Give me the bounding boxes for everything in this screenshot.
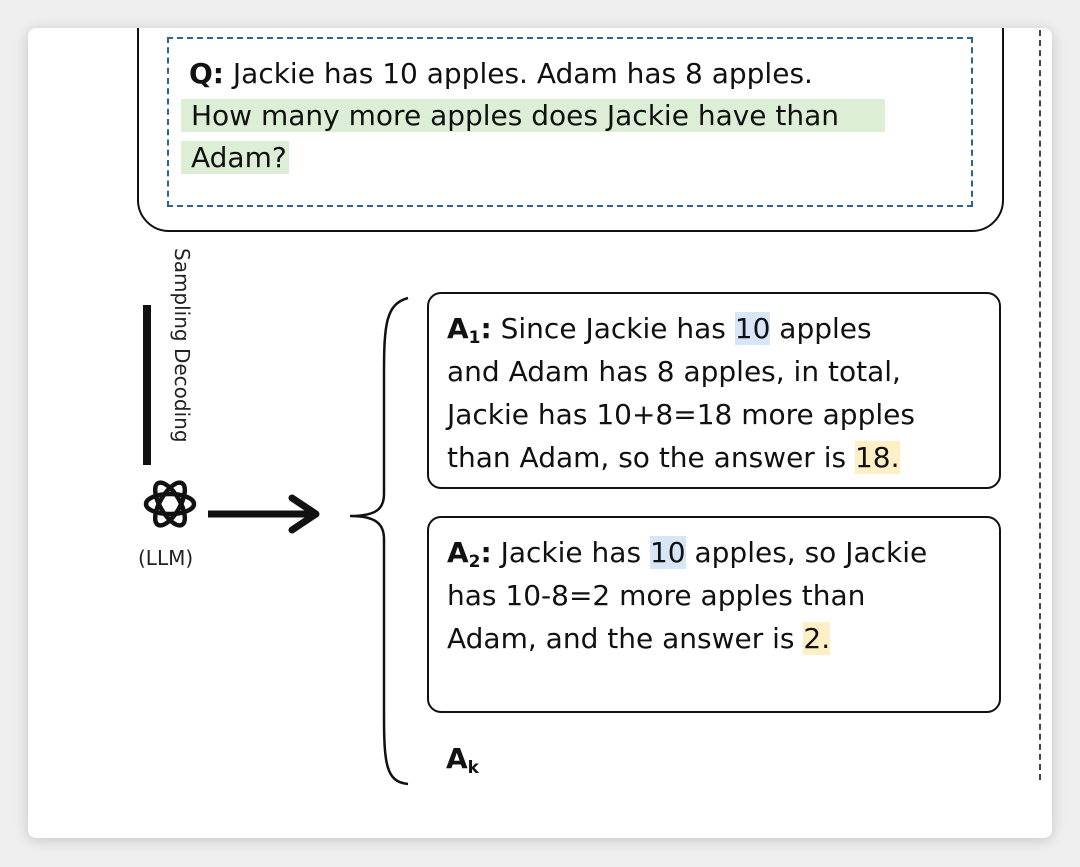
answer-text: Jackie has [491, 536, 650, 569]
answer-1-line-2: and Adam has 8 apples, in total, [447, 355, 901, 388]
answer-text: Since Jackie has [491, 312, 735, 345]
answer-highlight: 18. [854, 441, 900, 474]
answer-text: apples, so Jackie [685, 536, 928, 569]
divider-line [1039, 30, 1041, 780]
question-highlight: How many more apples does Jackie have th… [181, 99, 886, 132]
brace-icon [349, 296, 409, 786]
question-line-2: How many more apples does Jackie have th… [181, 95, 886, 137]
answer-k-label: Ak [446, 742, 479, 778]
question-container [137, 28, 1004, 232]
answer-box-1: A1: Since Jackie has 10 apples and Adam … [427, 292, 1001, 489]
answer-2-line-3: Adam, and the answer is 2. [447, 618, 831, 660]
openai-logo-icon [143, 480, 197, 528]
answer-1-line-3: Jackie has 10+8=18 more apples [447, 398, 915, 431]
question-line-1: Q: Jackie has 10 apples. Adam has 8 appl… [189, 53, 813, 95]
answer-highlight: 2. [803, 622, 831, 655]
sampling-decoding-label: Sampling Decoding [170, 248, 194, 443]
answer-1-label: A1: [447, 312, 492, 348]
diagram-card: Q: Jackie has 10 apples. Adam has 8 appl… [28, 28, 1052, 838]
answer-1-line-4: than Adam, so the answer is 18. [447, 437, 900, 479]
answer-2-line-1: A2: Jackie has 10 apples, so Jackie [447, 532, 927, 574]
answer-text: apples [770, 312, 872, 345]
number-highlight: 10 [649, 536, 686, 569]
answer-2-label: A2: [447, 536, 492, 572]
answer-text: Adam, and the answer is [447, 622, 804, 655]
answer-2-line-2: has 10-8=2 more apples than [447, 579, 866, 612]
answer-text: than Adam, so the answer is [447, 441, 855, 474]
question-line-3: Adam? [181, 137, 289, 179]
answer-box-2: A2: Jackie has 10 apples, so Jackie has … [427, 516, 1001, 713]
arrow-icon [208, 494, 320, 534]
answer-1-line-1: A1: Since Jackie has 10 apples [447, 308, 872, 350]
question-highlight: Adam? [181, 141, 289, 174]
llm-label: (LLM) [138, 546, 194, 570]
number-highlight: 10 [734, 312, 771, 345]
question-label: Q: [189, 57, 224, 90]
question-text: Jackie has 10 apples. Adam has 8 apples. [224, 57, 813, 90]
question-box: Q: Jackie has 10 apples. Adam has 8 appl… [167, 37, 973, 207]
decoding-bar [143, 305, 151, 465]
